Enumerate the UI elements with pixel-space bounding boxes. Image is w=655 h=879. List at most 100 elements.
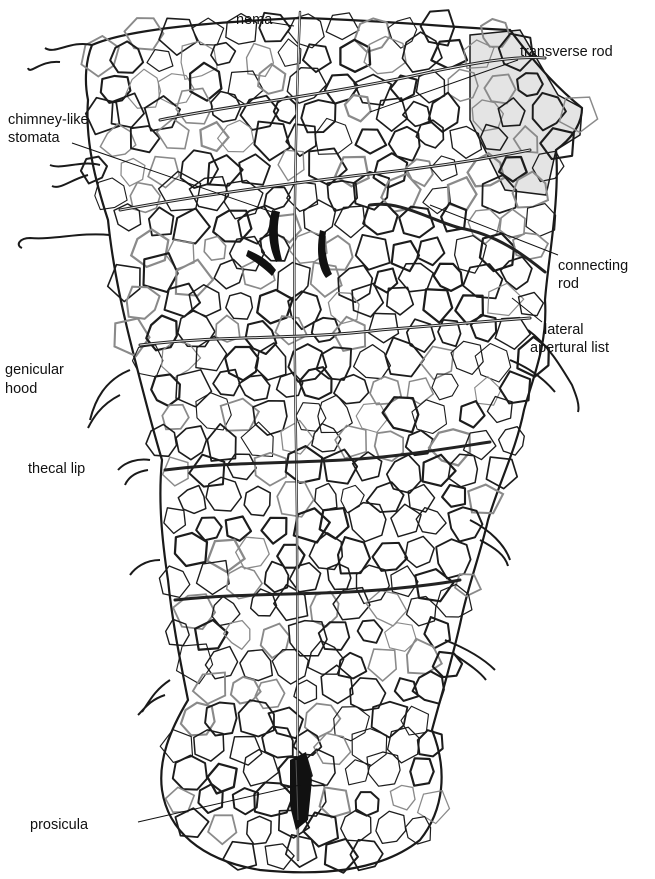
mesh-cell [442,485,465,507]
mesh-cell [315,483,337,510]
mesh-cell [407,319,435,352]
mesh-cell [405,536,434,567]
label-connecting: connecting [558,258,628,274]
mesh-cell [349,503,386,542]
mesh-cell [339,653,367,679]
mesh-cell [345,760,370,785]
mesh-cell [226,293,253,319]
mesh-cell [159,566,189,597]
mesh-cell [278,150,304,180]
mesh-cell [320,787,351,817]
mesh-cell [431,156,457,181]
mesh-cell [159,171,201,210]
mesh-cell [257,290,292,324]
mesh-cell [434,264,463,291]
mesh-cell [407,597,436,626]
label-rod: rod [558,276,579,292]
mesh-cell [197,561,230,595]
mesh-cell [390,785,415,810]
mesh-cell [429,93,460,132]
mesh-cell [318,395,352,432]
label-thecal-lip: thecal lip [28,461,85,477]
mesh-cell [253,401,287,435]
mesh-cell [86,98,120,135]
mesh-cell [358,620,383,643]
mesh-cell [321,665,353,703]
mesh-cell [299,367,331,399]
label-apertural-list: apertural list [530,340,609,356]
mesh-cell [286,835,317,867]
mesh-cell [176,370,212,407]
mesh-cell [159,18,197,55]
label-stomata: stomata [8,130,61,146]
mesh-cell [213,370,240,396]
mesh-cell [303,813,338,847]
mesh-cell [363,204,398,234]
label-lateral: lateral [544,322,584,338]
mesh-cell [157,119,189,149]
mesh-cell [189,455,224,487]
mesh-cell [432,374,458,400]
mesh-cell [144,253,178,292]
mesh-cell [151,374,180,406]
mesh-cell [272,650,308,684]
mesh-cell [265,844,294,869]
mesh-cell [455,295,483,324]
mesh-cell [224,180,263,218]
mesh-cell [410,758,433,785]
label-transverse-rod: transverse rod [520,44,613,60]
mesh-cell [373,543,408,571]
mesh-cell [513,233,548,259]
mesh-cell [387,288,414,315]
mesh-cell [416,120,443,148]
mesh-cell [147,50,173,72]
label-prosicula: prosicula [30,817,89,833]
mesh-cell [173,208,210,243]
mesh-cell [370,377,401,405]
mesh-cell [301,100,335,132]
mesh-cell [227,454,256,479]
mesh-cell [240,650,272,681]
mesh-cell [212,597,240,626]
mesh-cell [166,787,195,812]
mesh-cell [294,508,330,542]
mesh-cell [406,159,433,186]
mesh-cell [320,508,349,539]
mesh-cell [326,13,359,40]
mesh-cell [258,64,285,94]
mesh-cell [408,485,434,513]
mesh-cell [275,316,307,344]
mesh-cell [198,784,222,813]
mesh-cell [244,486,270,515]
mesh-cell [519,292,544,315]
mesh-cell [376,811,406,843]
mesh-cell [145,96,180,131]
mesh-cell [338,265,372,302]
mesh-cell [231,677,261,704]
mesh-cell [296,403,326,432]
label-genicular: genicular [5,362,64,378]
mesh-cell [127,287,160,319]
mesh-cell [486,457,517,489]
mesh-cell [335,206,365,238]
mesh-cell [389,127,420,161]
mesh-cell [164,508,186,534]
mesh-cell [178,486,206,514]
mesh-cell [277,373,303,398]
mesh-cell [112,93,145,127]
mesh-cell [526,204,556,237]
mesh-cell [181,41,217,79]
mesh-cell [395,678,418,701]
mesh-cell [261,518,286,544]
mesh-cell [108,265,140,302]
mesh-cell [460,401,485,427]
mesh-cell [355,18,390,52]
mesh-cell [287,182,318,212]
mesh-cell [356,792,379,816]
mesh-cell [487,397,512,423]
mesh-cell [413,671,444,703]
mesh-cell [324,450,358,484]
mesh-cell [356,235,390,270]
mesh-cell [247,816,271,844]
